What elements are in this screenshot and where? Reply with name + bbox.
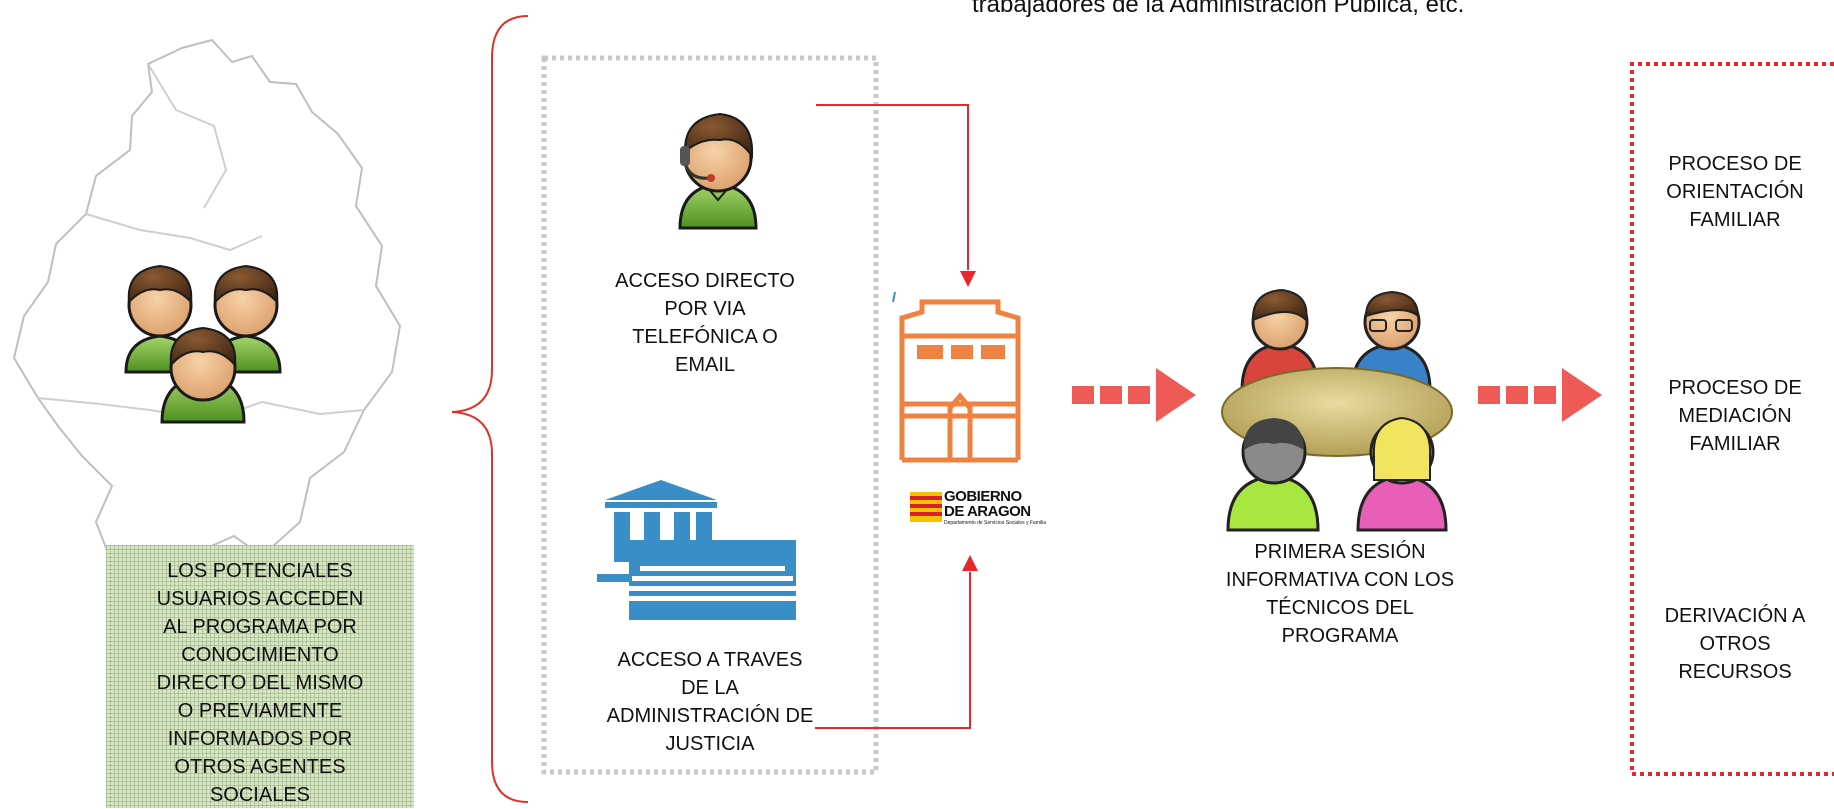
- government-building-icon: [899, 299, 1021, 463]
- access-channels-box: [541, 55, 879, 775]
- flow-arrow-to-outcomes: [1478, 368, 1602, 422]
- window-icon: [951, 345, 973, 359]
- access-phone-label: ACCESO DIRECTO POR VIA TELEFÓNICA O EMAI…: [615, 270, 795, 376]
- flow-arrow-to-session: [1072, 368, 1196, 422]
- logo-subtitle: Departamento de Servicios Sociales y Fam…: [944, 520, 1046, 526]
- meeting-table-icon: [1221, 288, 1453, 532]
- access-justice-label: ACCESO A TRAVES DE LA ADMINISTRACIÓN DE …: [606, 649, 814, 755]
- window-icon: [981, 345, 1005, 359]
- window-icon: [917, 345, 943, 359]
- courthouse-icon: [597, 480, 811, 620]
- top-caption: trabajadores de la Administración Públic…: [972, 0, 1465, 18]
- user-group-icon: [124, 264, 282, 424]
- grouping-brace: [451, 15, 529, 803]
- phone-connector: [816, 104, 969, 270]
- outcome-orientation: PROCESO DE ORIENTACIÓN FAMILIAR: [1666, 153, 1804, 231]
- aragon-map-icon: [12, 38, 402, 576]
- outcome-referral: DERIVACIÓN A OTROS RECURSOS: [1664, 605, 1806, 683]
- users-note: LOS POTENCIALES USUARIOS ACCEDEN AL PROG…: [106, 545, 414, 808]
- headset-agent-icon: [678, 112, 758, 230]
- gobierno-aragon-flag-icon: [910, 492, 942, 522]
- first-session-label: PRIMERA SESIÓN INFORMATIVA CON LOS TÉCNI…: [1225, 541, 1455, 647]
- phone-connector-arrowhead: [960, 271, 976, 287]
- decor-tick: [892, 291, 896, 303]
- gobierno-aragon-logo: GOBIERNO DE ARAGON Departamento de Servi…: [910, 487, 1060, 547]
- outcome-mediation: PROCESO DE MEDIACIÓN FAMILIAR: [1668, 377, 1802, 455]
- justice-connector-arrowhead: [962, 555, 978, 571]
- logo-name: GOBIERNO DE ARAGON: [944, 488, 1031, 520]
- justice-connector: [815, 572, 971, 729]
